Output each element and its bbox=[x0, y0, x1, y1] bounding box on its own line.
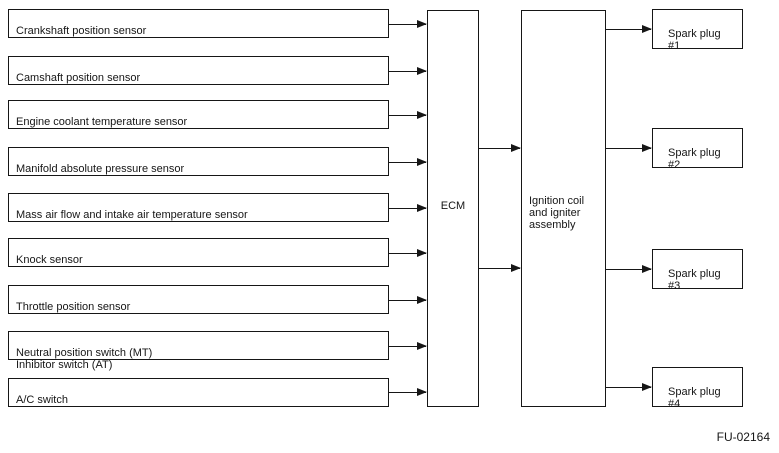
arrow-coil-to-spark-plug-4 bbox=[606, 383, 652, 391]
arrow-coil-to-spark-plug-2 bbox=[606, 144, 652, 152]
figure-code: FU-02164 bbox=[716, 430, 770, 444]
arrow-shaft bbox=[606, 148, 651, 149]
sensor-label: Manifold absolute pressure sensor bbox=[16, 163, 185, 175]
arrowhead-icon bbox=[417, 249, 427, 257]
arrow-shaft bbox=[389, 71, 426, 72]
sensor-box-engine-coolant-temperature: Engine coolant temperature sensor bbox=[8, 100, 389, 129]
spark-plug-box-3: Spark plug #3 bbox=[652, 249, 743, 292]
arrow-shaft bbox=[389, 162, 426, 163]
sensor-box-manifold-absolute-pressure: Manifold absolute pressure sensor bbox=[8, 147, 389, 176]
arrowhead-icon bbox=[417, 20, 427, 28]
arrow-knock-to-ecm bbox=[389, 249, 427, 257]
arrow-coolant-to-ecm bbox=[389, 111, 427, 119]
spark-plug-box-4: Spark plug #4 bbox=[652, 367, 743, 410]
arrowhead-icon bbox=[642, 25, 652, 33]
arrowhead-icon bbox=[417, 111, 427, 119]
arrowhead-icon bbox=[417, 296, 427, 304]
sensor-box-neutral-inhibitor-switch: Neutral position switch (MT) Inhibitor s… bbox=[8, 331, 389, 371]
arrow-shaft bbox=[389, 24, 426, 25]
spark-plug-label: Spark plug #4 bbox=[668, 386, 721, 410]
sensor-label: Camshaft position sensor bbox=[16, 72, 141, 84]
arrow-shaft bbox=[389, 253, 426, 254]
arrow-shaft bbox=[389, 208, 426, 209]
arrowhead-icon bbox=[417, 204, 427, 212]
arrow-ecm-to-coil-lower bbox=[479, 264, 521, 272]
ignition-coil-label: Ignition coil and igniter assembly bbox=[529, 195, 585, 231]
arrow-shaft bbox=[389, 346, 426, 347]
sensor-box-camshaft-position: Camshaft position sensor bbox=[8, 56, 389, 85]
ecm-box: ECM bbox=[427, 10, 479, 407]
sensor-label: Mass air flow and intake air temperature… bbox=[16, 209, 248, 221]
arrowhead-icon bbox=[642, 265, 652, 273]
arrowhead-icon bbox=[417, 67, 427, 75]
arrow-map-to-ecm bbox=[389, 158, 427, 166]
spark-plug-label: Spark plug #3 bbox=[668, 268, 721, 292]
spark-plug-box-1: Spark plug #1 bbox=[652, 9, 743, 52]
arrow-throttle-to-ecm bbox=[389, 296, 427, 304]
arrowhead-icon bbox=[417, 342, 427, 350]
arrow-shaft bbox=[606, 387, 651, 388]
ecm-label: ECM bbox=[440, 200, 466, 212]
arrowhead-icon bbox=[511, 144, 521, 152]
sensor-label: Throttle position sensor bbox=[16, 301, 131, 313]
arrow-camshaft-to-ecm bbox=[389, 67, 427, 75]
arrowhead-icon bbox=[417, 158, 427, 166]
arrow-shaft bbox=[479, 268, 520, 269]
sensor-box-crankshaft-position: Crankshaft position sensor bbox=[8, 9, 389, 38]
spark-plug-label: Spark plug #2 bbox=[668, 147, 721, 171]
sensor-label: Knock sensor bbox=[16, 254, 83, 266]
sensor-label: Engine coolant temperature sensor bbox=[16, 116, 188, 128]
arrow-shaft bbox=[389, 115, 426, 116]
arrow-ecm-to-coil-upper bbox=[479, 144, 521, 152]
arrow-ac-to-ecm bbox=[389, 388, 427, 396]
ignition-coil-igniter-box: Ignition coil and igniter assembly bbox=[521, 10, 606, 407]
arrow-shaft bbox=[479, 148, 520, 149]
arrowhead-icon bbox=[417, 388, 427, 396]
arrow-shaft bbox=[606, 269, 651, 270]
arrow-shaft bbox=[389, 300, 426, 301]
arrow-coil-to-spark-plug-1 bbox=[606, 25, 652, 33]
arrow-neutral-to-ecm bbox=[389, 342, 427, 350]
sensor-label: A/C switch bbox=[16, 394, 68, 406]
arrowhead-icon bbox=[642, 383, 652, 391]
sensor-label: Crankshaft position sensor bbox=[16, 25, 147, 37]
spark-plug-box-2: Spark plug #2 bbox=[652, 128, 743, 171]
sensor-label: Neutral position switch (MT) Inhibitor s… bbox=[16, 347, 153, 371]
sensor-box-mass-air-flow-intake-air-temperature: Mass air flow and intake air temperature… bbox=[8, 193, 389, 222]
sensor-box-ac-switch: A/C switch bbox=[8, 378, 389, 407]
arrowhead-icon bbox=[511, 264, 521, 272]
arrow-coil-to-spark-plug-3 bbox=[606, 265, 652, 273]
arrow-crankshaft-to-ecm bbox=[389, 20, 427, 28]
arrow-maf-to-ecm bbox=[389, 204, 427, 212]
arrow-shaft bbox=[606, 29, 651, 30]
sensor-box-knock: Knock sensor bbox=[8, 238, 389, 267]
spark-plug-label: Spark plug #1 bbox=[668, 28, 721, 52]
sensor-box-throttle-position: Throttle position sensor bbox=[8, 285, 389, 314]
arrow-shaft bbox=[389, 392, 426, 393]
arrowhead-icon bbox=[642, 144, 652, 152]
